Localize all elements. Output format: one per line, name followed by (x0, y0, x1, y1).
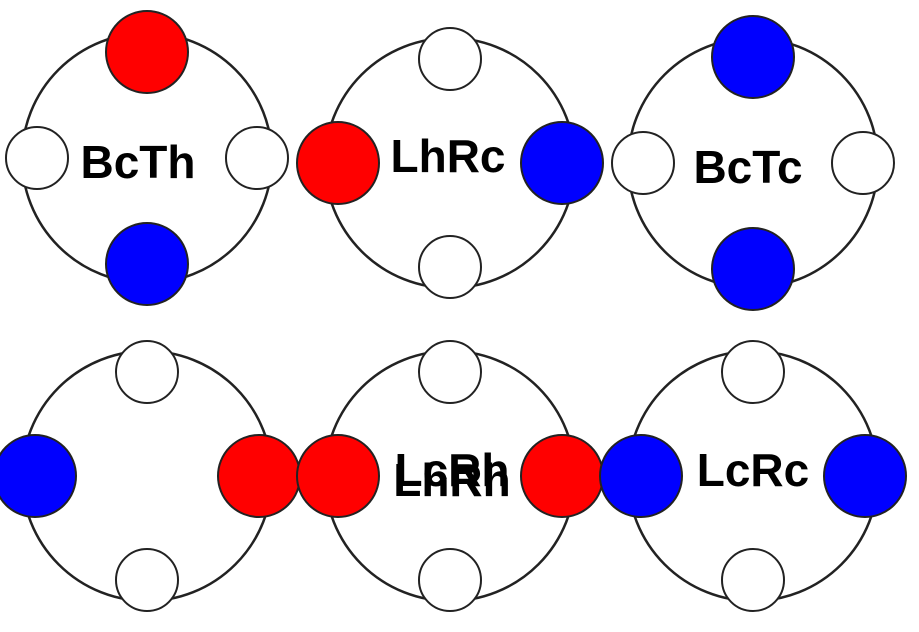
configuration-6: LcRc (599, 340, 907, 612)
right-blue-marker (823, 434, 907, 518)
top-white-marker (721, 340, 785, 404)
left-red-marker (296, 434, 380, 518)
right-white-marker (225, 126, 289, 190)
right-red-marker (520, 434, 604, 518)
configuration-label: BcTc (693, 141, 802, 193)
configuration-label: LhRc (391, 130, 506, 182)
top-white-marker (418, 340, 482, 404)
configuration-2: LhRc (296, 27, 604, 299)
configuration-label: LcRh (395, 444, 510, 496)
top-blue-marker (711, 15, 795, 99)
top-white-marker (115, 340, 179, 404)
bottom-white-marker (721, 548, 785, 612)
right-blue-marker (520, 121, 604, 205)
left-white-marker (611, 131, 675, 195)
bottom-white-marker (115, 548, 179, 612)
bottom-white-marker (418, 548, 482, 612)
left-white-marker (5, 126, 69, 190)
right-red-marker (217, 434, 301, 518)
left-blue-marker (599, 434, 683, 518)
left-blue-marker (0, 434, 77, 518)
configuration-label: LcRc (697, 444, 809, 496)
left-red-marker (296, 121, 380, 205)
configuration-3: BcTc (611, 15, 895, 311)
configuration-4 (0, 340, 301, 612)
top-white-marker (418, 27, 482, 91)
configuration-label: BcTh (81, 136, 196, 188)
top-red-marker (105, 10, 189, 94)
configuration-label: LhRh (393, 454, 511, 506)
configuration-1: BcTh (5, 10, 289, 306)
bottom-white-marker (418, 235, 482, 299)
bottom-blue-marker (711, 227, 795, 311)
bottom-blue-marker (105, 222, 189, 306)
right-white-marker (831, 131, 895, 195)
